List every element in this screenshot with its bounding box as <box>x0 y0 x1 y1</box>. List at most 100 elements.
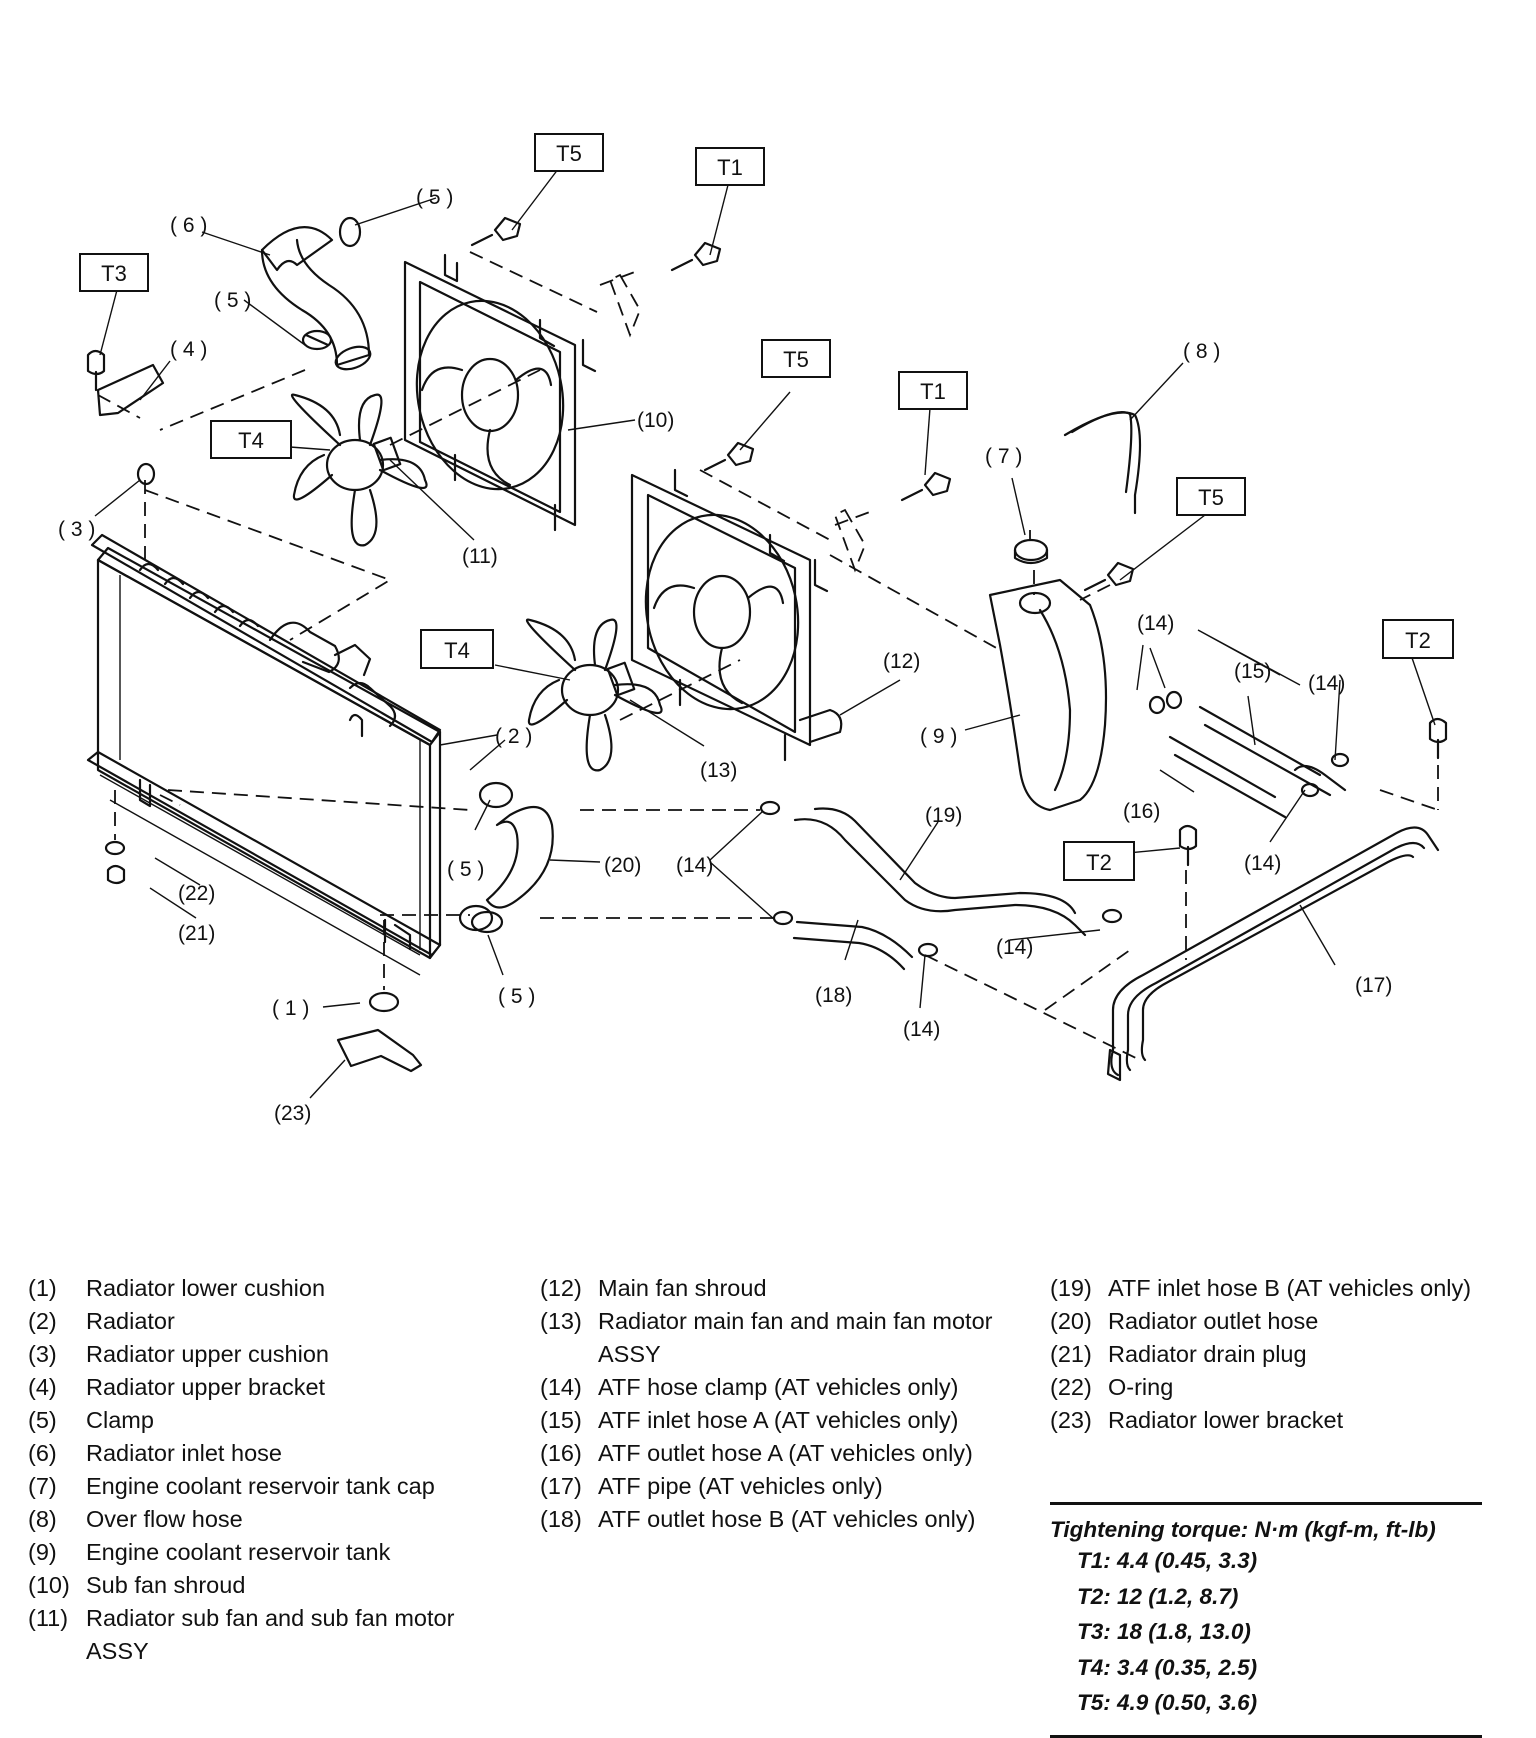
main-fan-shroud-part <box>630 468 843 762</box>
callout-16: (16) <box>1123 800 1160 823</box>
callout-18: (18) <box>815 984 852 1007</box>
callout-1: ( 1 ) <box>272 997 309 1020</box>
svg-text:T5: T5 <box>556 141 582 166</box>
legend-item-number: (23) <box>1050 1407 1092 1433</box>
legend-item-label: Radiator lower bracket <box>1108 1407 1344 1433</box>
legend-item-number: (13) <box>540 1308 582 1334</box>
leader-lines <box>94 155 1436 1099</box>
legend-item: (9) Engine coolant reservoir tank <box>28 1536 458 1569</box>
torque-tag-t4: T4 <box>210 420 292 459</box>
legend-item-label: Radiator sub fan and sub fan motor ASSY <box>86 1605 455 1664</box>
legend-item-label: Radiator upper cushion <box>86 1341 329 1367</box>
legend-item-label: Engine coolant reservoir tank cap <box>86 1473 435 1499</box>
legend-item: (1)Radiator lower cushion <box>28 1272 458 1305</box>
callout-5: ( 5 ) <box>498 985 535 1008</box>
svg-text:T1: T1 <box>920 379 946 404</box>
callout-6: ( 6 ) <box>170 214 207 237</box>
legend-item: (19)ATF inlet hose B (AT vehicles only) <box>1050 1272 1520 1305</box>
callout-labels: ( 5 ) ( 6 ) ( 5 ) ( 4 ) ( 8 ) (10) ( 7 )… <box>58 186 1392 1125</box>
callout-5: ( 5 ) <box>447 858 484 881</box>
torque-value: T4: 3.4 (0.35, 2.5) <box>1077 1654 1258 1680</box>
legend-column-3: (19)ATF inlet hose B (AT vehicles only)(… <box>1050 1272 1520 1437</box>
legend-item: (23) Radiator lower bracket <box>1050 1404 1520 1437</box>
legend-item-label: O-ring <box>1108 1374 1174 1400</box>
legend-item-number: (14) <box>540 1374 582 1400</box>
legend-item-number: (15) <box>540 1407 582 1433</box>
legend-item-label: Sub fan shroud <box>86 1572 246 1598</box>
legend-item-label: Engine coolant reservoir tank <box>86 1539 391 1565</box>
legend-item-number: (3) <box>28 1341 57 1367</box>
legend-item: (16)ATF outlet hose A (AT vehicles only) <box>540 1437 1020 1470</box>
exploded-parts-diagram: T5 T1 T3 T4 T5 T1 T5 T4 T2 T2 ( 5 ) ( 6 … <box>58 133 1454 1125</box>
torque-tag-t5: T5 <box>1176 477 1246 516</box>
legend-item-label: Clamp <box>86 1407 154 1433</box>
legend-item-label: ATF inlet hose B (AT vehicles only) <box>1108 1275 1472 1301</box>
legend-item-label: ATF outlet hose B (AT vehicles only) <box>598 1506 976 1532</box>
legend-item-label: Radiator inlet hose <box>86 1440 282 1466</box>
torque-tag-t1: T1 <box>898 371 968 410</box>
legend-item-number: (10) <box>28 1572 70 1598</box>
svg-text:T1: T1 <box>717 155 743 180</box>
legend-item: (21)Radiator drain plug <box>1050 1338 1520 1371</box>
legend-item-label: ATF pipe (AT vehicles only) <box>598 1473 883 1499</box>
legend-item-label: Over flow hose <box>86 1506 243 1532</box>
svg-text:T5: T5 <box>1198 485 1224 510</box>
callout-13: (13) <box>700 759 737 782</box>
svg-text:T4: T4 <box>238 428 264 453</box>
torque-title: Tightening torque: N·m (kgf-m, ft-lb) <box>1050 1517 1436 1542</box>
legend-item-label: Radiator outlet hose <box>1108 1308 1319 1334</box>
callout-14: (14) <box>1244 852 1281 875</box>
callout-21: (21) <box>178 922 215 945</box>
callout-5: ( 5 ) <box>416 186 453 209</box>
legend-item-number: (16) <box>540 1440 582 1466</box>
svg-text:T2: T2 <box>1086 850 1112 875</box>
callout-8: ( 8 ) <box>1183 340 1220 363</box>
legend-item: (20)Radiator outlet hose <box>1050 1305 1520 1338</box>
torque-tag-t2: T2 <box>1382 619 1454 659</box>
legend-item: (11)Radiator sub fan and sub fan motor A… <box>28 1602 458 1668</box>
legend-item-number: (2) <box>28 1308 57 1334</box>
callout-17: (17) <box>1355 974 1392 997</box>
legend-item-label: Radiator <box>86 1308 175 1334</box>
legend-item: (14)ATF hose clamp (AT vehicles only) <box>540 1371 1020 1404</box>
radiator-outlet-hose-part <box>458 781 554 934</box>
main-fan-part <box>525 618 663 772</box>
callout-7: ( 7 ) <box>985 445 1022 468</box>
assembly-lines <box>97 251 1439 1061</box>
torque-tag-t2: T2 <box>1063 841 1135 881</box>
legend-column-1: (1)Radiator lower cushion (2) Radiator (3) R… <box>28 1272 458 1668</box>
legend-item: (7)Engine coolant reservoir tank cap <box>28 1470 458 1503</box>
callout-12: (12) <box>883 650 920 673</box>
callout-14: (14) <box>676 854 713 877</box>
torque-tag-t4: T4 <box>420 629 494 669</box>
torque-value: T5: 4.9 (0.50, 3.6) <box>1077 1690 1258 1715</box>
tightening-torque-box: Tightening torque: N·m (kgf-m, ft-lb) T1… <box>1050 1502 1482 1738</box>
divider <box>1050 1502 1482 1505</box>
svg-text:T2: T2 <box>1405 628 1431 653</box>
callout-22: (22) <box>178 882 215 905</box>
legend-item: (8) Over flow hose <box>28 1503 458 1536</box>
divider <box>1050 1734 1482 1738</box>
legend-column-2: (12)Main fan shroud(13)Radiator main fan… <box>540 1272 1020 1536</box>
bolts-part <box>86 216 1448 1073</box>
callout-11: (11) <box>462 545 498 568</box>
legend-item-number: (9) <box>28 1539 57 1565</box>
legend-item-number: (18) <box>540 1506 582 1532</box>
atf-pipe-part <box>1106 826 1440 1082</box>
torque-tag-t3: T3 <box>79 253 149 292</box>
clamp-top-part <box>338 216 362 248</box>
legend-item: (10) Sub fan shroud <box>28 1569 458 1602</box>
legend-item-label: Radiator main fan and main fan motor ASS… <box>598 1308 993 1367</box>
radiator-part <box>86 533 442 976</box>
callout-9: ( 9 ) <box>920 725 957 748</box>
legend-item-number: (22) <box>1050 1374 1092 1400</box>
legend-item: (2) Radiator <box>28 1305 458 1338</box>
torque-tag-t5: T5 <box>761 339 831 378</box>
torque-tag-t5: T5 <box>534 133 604 172</box>
legend-item-number: (17) <box>540 1473 582 1499</box>
legend-item: (22) O-ring <box>1050 1371 1520 1404</box>
callout-2: ( 2 ) <box>495 725 532 748</box>
legend-item: (18) ATF outlet hose B (AT vehicles only) <box>540 1503 1020 1536</box>
legend-item: (3) Radiator upper cushion <box>28 1338 458 1371</box>
legend-item-number: (8) <box>28 1506 57 1532</box>
